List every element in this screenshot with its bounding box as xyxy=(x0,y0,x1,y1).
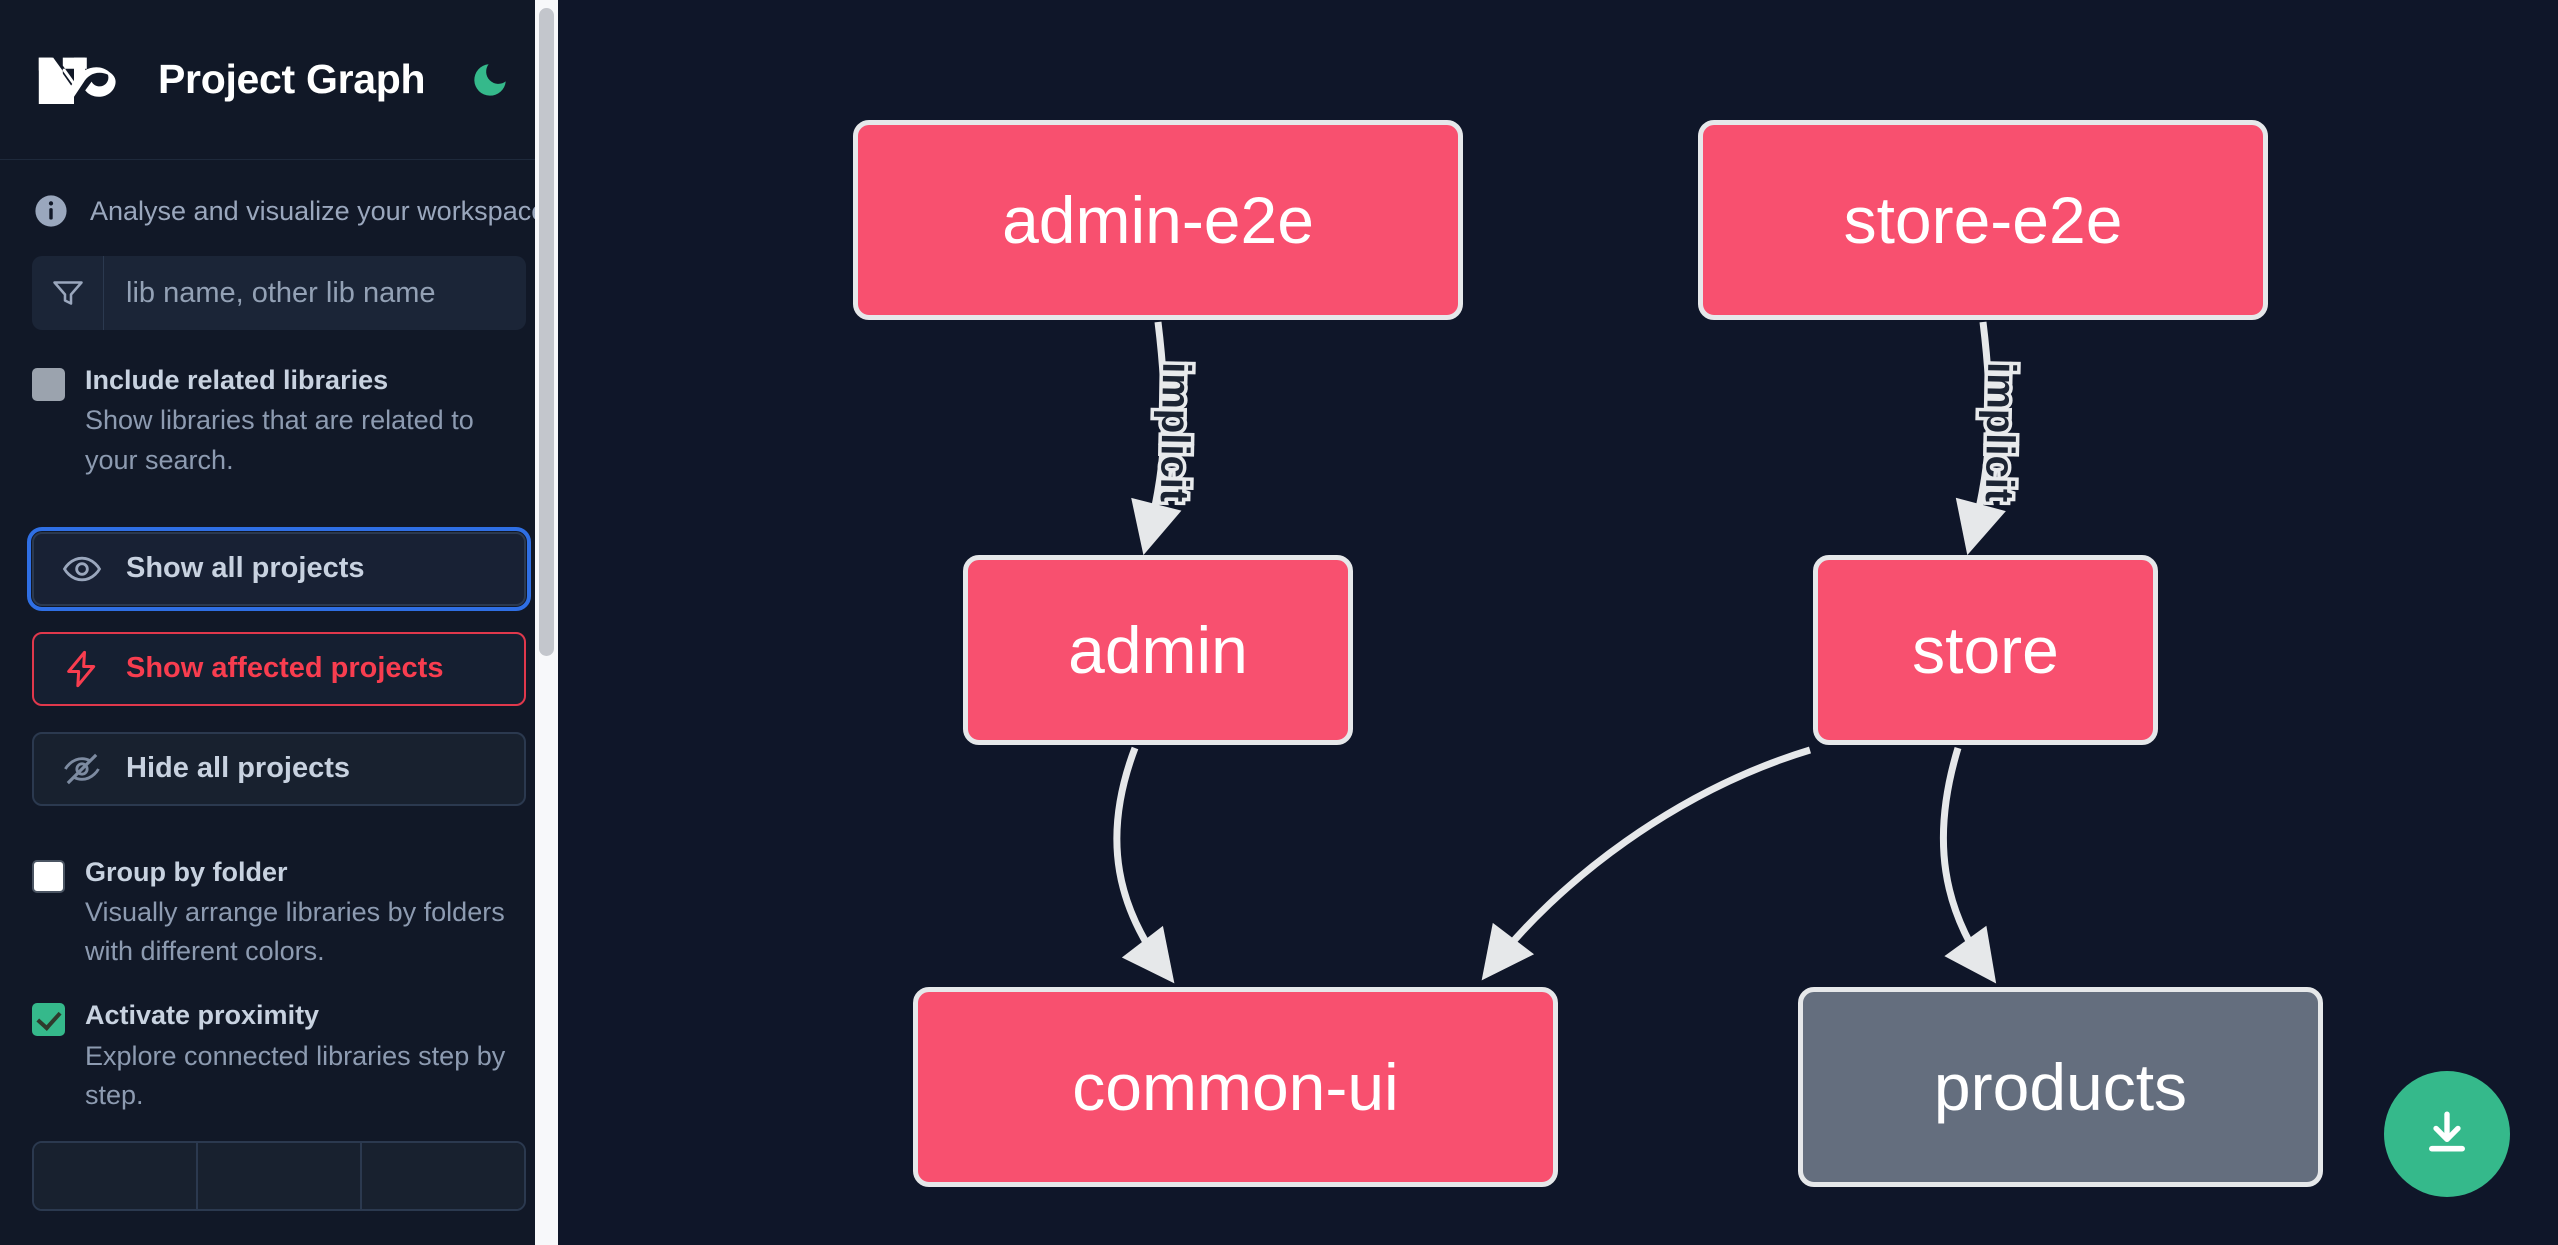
sidebar-tagline: Analyse and visualize your workspace. xyxy=(0,160,558,256)
graph-node-admin-e2e[interactable]: admin-e2e xyxy=(853,120,1463,320)
proximity-segmented-control[interactable] xyxy=(32,1141,526,1212)
edge-label-text: implicit xyxy=(1977,362,2023,503)
checkbox-include-related-libraries[interactable] xyxy=(32,368,65,401)
sidebar-scrollbar-track[interactable] xyxy=(535,0,558,1245)
hide-all-projects-label: Hide all projects xyxy=(126,752,351,785)
option-description: Explore connected libraries step by step… xyxy=(85,1040,506,1111)
spacer xyxy=(32,832,526,854)
sidebar: Project Graph Analyse and visualize your… xyxy=(0,0,558,1245)
option-activate-proximity[interactable]: Activate proximity Explore connected lib… xyxy=(32,997,526,1115)
option-title: Group by folder xyxy=(85,856,288,887)
graph-node-label: common-ui xyxy=(1072,1050,1399,1124)
hide-all-projects-button[interactable]: Hide all projects xyxy=(32,731,526,806)
filter-funnel-icon xyxy=(32,256,104,330)
lightning-bolt-icon xyxy=(67,650,96,687)
segment-1[interactable] xyxy=(34,1143,198,1210)
spacer xyxy=(32,506,526,528)
graph-node-store-e2e[interactable]: store-e2e xyxy=(1698,120,2268,320)
graph-node-products[interactable]: products xyxy=(1798,987,2323,1187)
show-all-projects-label: Show all projects xyxy=(126,552,365,585)
option-title: Include related libraries xyxy=(85,365,389,395)
sidebar-header: Project Graph xyxy=(0,0,558,160)
edge-store-to-common-ui xyxy=(1481,746,1812,981)
option-title: Activate proximity xyxy=(85,1000,320,1031)
eye-icon xyxy=(62,556,102,581)
option-description: Visually arrange libraries by folders wi… xyxy=(85,897,505,967)
option-text: Activate proximity Explore connected lib… xyxy=(85,997,526,1115)
page-title: Project Graph xyxy=(158,56,426,102)
sidebar-scrollbar-thumb[interactable] xyxy=(539,8,554,656)
show-all-projects-button[interactable]: Show all projects xyxy=(27,526,531,611)
moon-icon[interactable] xyxy=(467,57,513,103)
segment-2[interactable] xyxy=(198,1143,362,1210)
search-field[interactable] xyxy=(32,256,526,330)
graph-node-store[interactable]: store xyxy=(1813,555,2158,745)
filter-funnel-icon-glyph xyxy=(52,281,83,305)
show-affected-projects-label: Show affected projects xyxy=(126,652,444,685)
edge-store-e2e-to-store xyxy=(1955,321,2006,556)
edge-admin-to-common-ui xyxy=(1113,746,1175,984)
graph-node-label: admin xyxy=(1068,613,1248,687)
graph-node-common-ui[interactable]: common-ui xyxy=(913,987,1558,1187)
search-input[interactable] xyxy=(104,256,526,330)
graph-canvas[interactable]: implicit implicit admin-e2e store-e2e ad… xyxy=(558,0,2558,1245)
option-group-by-folder[interactable]: Group by folder Visually arrange librari… xyxy=(32,854,526,972)
graph-node-label: admin-e2e xyxy=(1002,183,1314,257)
edge-label-text: implicit xyxy=(1152,362,1198,503)
edge-admin-e2e-to-admin xyxy=(1131,321,1182,556)
edge-label-admin-implicit: implicit xyxy=(1148,358,1201,506)
show-affected-projects-button[interactable]: Show affected projects xyxy=(32,631,526,706)
option-include-related-libraries[interactable]: Include related libraries Show libraries… xyxy=(32,362,526,480)
download-icon xyxy=(2429,1111,2465,1152)
checkbox-activate-proximity[interactable] xyxy=(32,1003,65,1037)
moon-icon-glyph xyxy=(474,63,506,96)
eye-off-icon xyxy=(64,753,100,785)
edge-store-to-products xyxy=(1939,746,1997,984)
sidebar-body: Include related libraries Show libraries… xyxy=(0,256,558,1212)
graph-node-label: products xyxy=(1933,1050,2188,1124)
option-description: Show libraries that are related to your … xyxy=(85,405,474,475)
graph-edges: implicit implicit xyxy=(1113,321,2027,984)
graph-node-admin[interactable]: admin xyxy=(963,555,1353,745)
nx-logo xyxy=(38,57,116,104)
edge-label-store-implicit: implicit xyxy=(1973,358,2026,506)
option-text: Include related libraries Show libraries… xyxy=(85,362,526,480)
info-icon xyxy=(35,195,67,227)
graph-node-label: store-e2e xyxy=(1843,183,2123,257)
graph-node-label: store xyxy=(1912,613,2059,687)
checkbox-group-by-folder[interactable] xyxy=(32,859,65,893)
segment-3[interactable] xyxy=(362,1143,524,1210)
sidebar-tagline-text: Analyse and visualize your workspace. xyxy=(90,195,554,226)
download-button[interactable] xyxy=(2384,1071,2510,1197)
option-text: Group by folder Visually arrange librari… xyxy=(85,854,526,972)
